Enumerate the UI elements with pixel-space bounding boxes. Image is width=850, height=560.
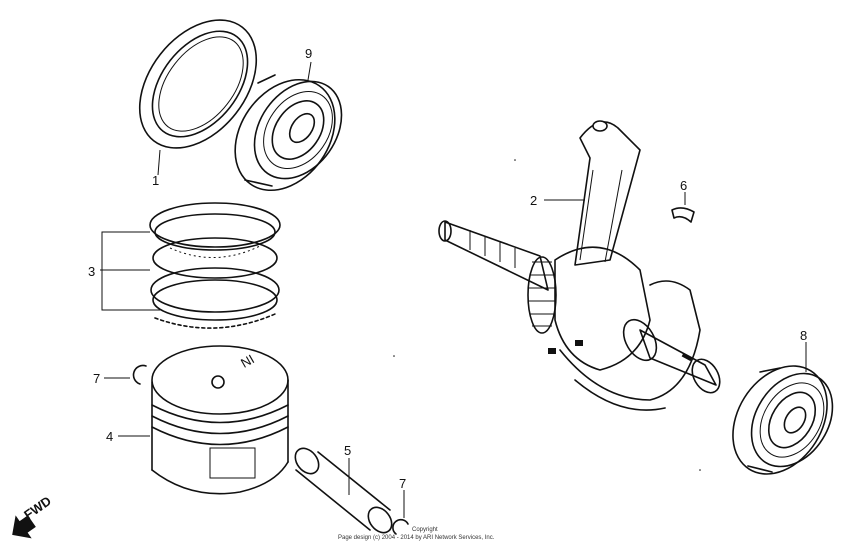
callout-1[interactable]: 1 [152, 173, 159, 188]
oil-seal[interactable] [116, 0, 280, 170]
piston-pin[interactable] [291, 444, 397, 537]
callout-9[interactable]: 9 [305, 46, 312, 61]
piston-pin-clip-bottom[interactable] [392, 518, 409, 535]
callout-7-left[interactable]: 7 [93, 371, 100, 386]
woodruff-key[interactable] [671, 207, 695, 223]
piston-pin-clip-left[interactable] [132, 364, 147, 385]
copyright-line-2: Page design (c) 2004 - 2014 by ARI Netwo… [338, 535, 495, 541]
bearing-top[interactable] [215, 61, 360, 210]
bearing-right[interactable] [714, 349, 849, 492]
leader-lines [100, 61, 807, 518]
fwd-label: FWD [21, 493, 54, 522]
callout-4[interactable]: 4 [106, 429, 113, 444]
callout-5[interactable]: 5 [344, 443, 351, 458]
piston-marking: IN [238, 351, 257, 370]
forward-direction-indicator: FWD [12, 493, 54, 539]
copyright-line-1: Copyright [412, 527, 438, 533]
callout-3[interactable]: 3 [88, 264, 95, 279]
crankshaft[interactable] [438, 120, 725, 411]
piston-rings[interactable] [149, 202, 281, 329]
callout-7-bottom[interactable]: 7 [399, 476, 406, 491]
callout-2[interactable]: 2 [530, 193, 537, 208]
piston[interactable]: IN [151, 345, 289, 495]
callout-8[interactable]: 8 [800, 328, 807, 343]
callout-6[interactable]: 6 [680, 178, 687, 193]
forward-arrow-icon [12, 515, 36, 539]
scan-specks [393, 159, 701, 471]
